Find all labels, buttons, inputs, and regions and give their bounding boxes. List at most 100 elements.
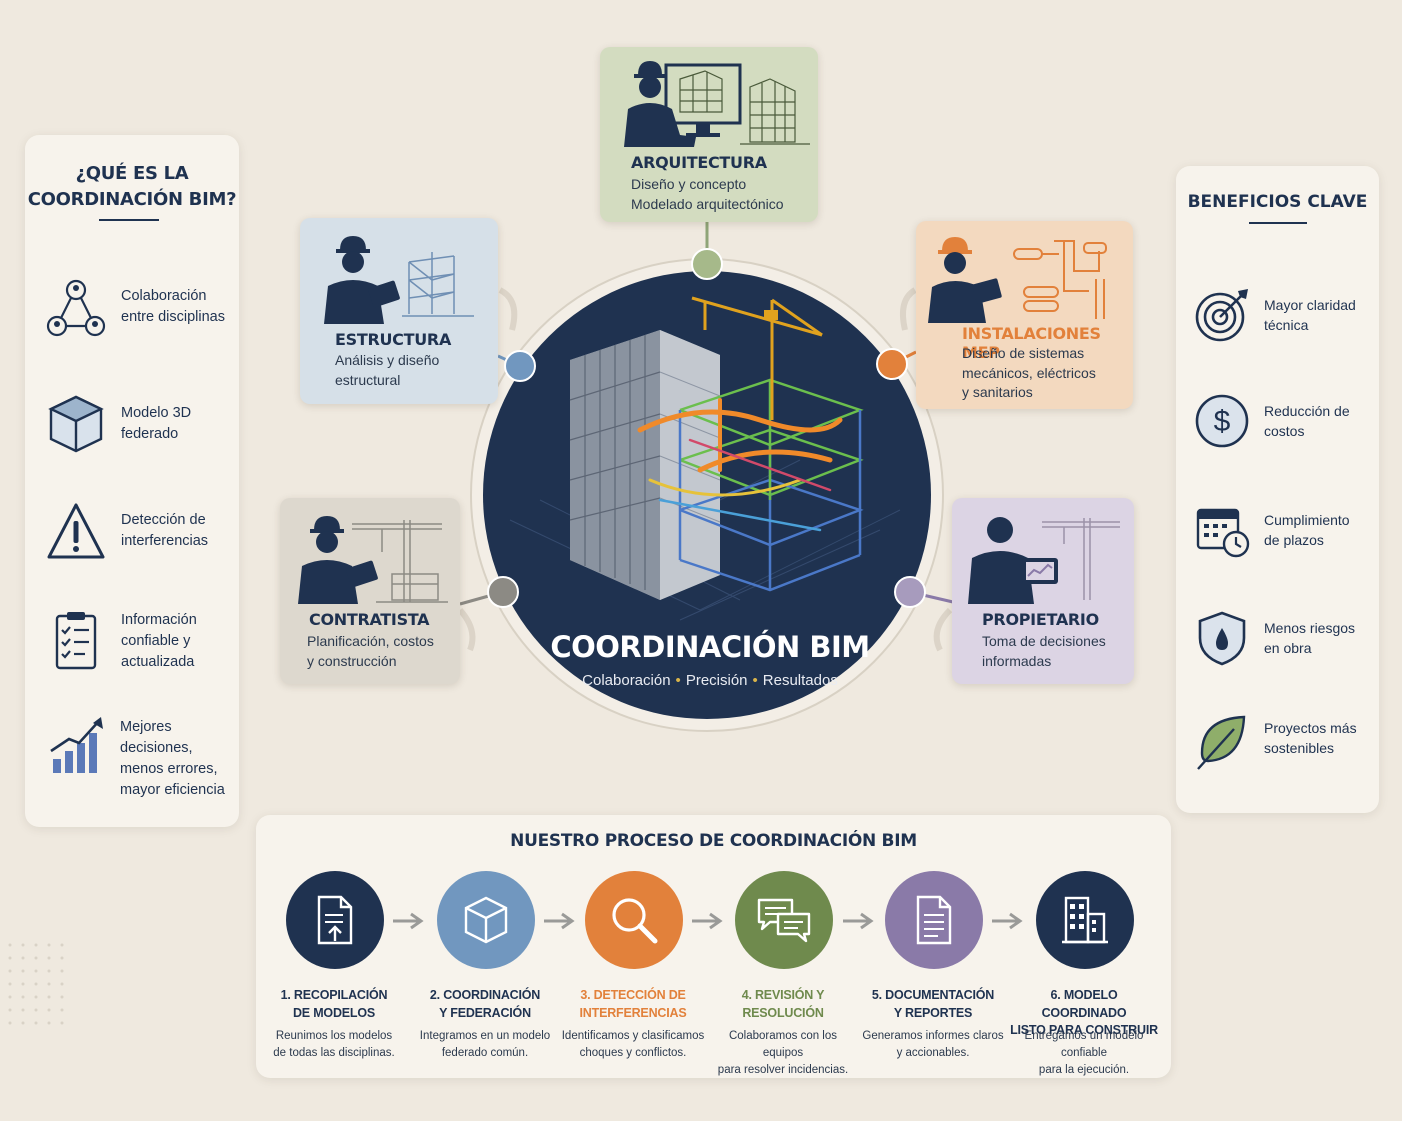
- step-circle: [585, 871, 683, 969]
- step-description: Generamos informes claros y accionables.: [862, 1030, 1004, 1059]
- process-step: 4. REVISIÓN Y RESOLUCIÓN Colaboramos con…: [708, 871, 858, 1076]
- magnifier-icon: [612, 898, 658, 944]
- benefit-text: Proyectos más sostenibles: [1264, 720, 1357, 756]
- title-underline: [1249, 222, 1307, 224]
- step-title: 2. COORDINACIÓN Y FEDERACIÓN: [429, 988, 541, 1020]
- role-description: Planificación, costos y construcción: [307, 633, 434, 669]
- center-sub-item: Resultados: [762, 672, 838, 689]
- arrow-right-icon: [992, 912, 1023, 930]
- benefit-item: Cumplimiento de plazos: [1176, 502, 1379, 572]
- title-underline: [99, 219, 159, 221]
- chat-icon: [757, 898, 811, 943]
- engineer-with-tablet-icon: [324, 236, 474, 324]
- step-description: Reunimos los modelos de todas las discip…: [273, 1030, 395, 1059]
- step-title: 3. DETECCIÓN DE INTERFERENCIAS: [579, 988, 687, 1020]
- leaf-icon: [1197, 715, 1246, 770]
- role-title: INSTALACIONES MEP: [962, 324, 1101, 362]
- feature-item: Modelo 3D federado: [25, 393, 239, 473]
- role-description: Diseño de sistemas mecánicos, eléctricos…: [962, 345, 1096, 400]
- step-circle: [437, 871, 535, 969]
- center-title: COORDINACIÓN BIM: [550, 630, 870, 664]
- feature-item: Detección de interferencias: [25, 501, 239, 581]
- feature-text: Colaboración entre disciplinas: [121, 288, 225, 325]
- card-instalaciones-mep: INSTALACIONES MEP Diseño de sistemas mec…: [916, 221, 1133, 409]
- feature-text: Información confiable y actualizada: [121, 612, 197, 670]
- feature-text: Mejores decisiones, menos errores, mayor…: [120, 719, 225, 798]
- cube-icon: [464, 896, 508, 944]
- document-upload-icon: [317, 895, 353, 945]
- card-estructura: ESTRUCTURA Análisis y diseño estructural: [300, 218, 498, 404]
- arrow-right-icon: [393, 912, 424, 930]
- center-sub-item: Precisión: [685, 672, 748, 689]
- arrow-right-icon: [544, 912, 575, 930]
- center-sub-item: Colaboración: [582, 672, 671, 689]
- arrow-right-icon: [692, 912, 723, 930]
- center-subtitle: Colaboración•Precisión•Resultados: [582, 672, 838, 689]
- step-circle: [885, 871, 983, 969]
- role-description: Diseño y concepto Modelado arquitectónic…: [631, 176, 784, 212]
- feature-text: Modelo 3D federado: [121, 405, 192, 442]
- feature-item: Mejores decisiones, menos errores, mayor…: [25, 715, 239, 798]
- bim-hub-diagram: [457, 222, 954, 732]
- calendar-clock-icon: [1196, 508, 1250, 558]
- step-circle: [286, 871, 384, 969]
- contractor-with-tablet-icon: [298, 516, 448, 604]
- card-propietario: PROPIETARIO Toma de decisiones informada…: [952, 498, 1134, 684]
- benefit-item: Proyectos más sostenibles: [1176, 710, 1379, 780]
- role-description: Toma de decisiones informadas: [982, 633, 1106, 669]
- dot-pattern-decoration: [8, 943, 64, 1025]
- role-title: CONTRATISTA: [309, 610, 430, 629]
- target-icon: [1195, 289, 1248, 342]
- process-step: 3. DETECCIÓN DE INTERFERENCIAS Identific…: [558, 871, 708, 1071]
- step-circle: [1036, 871, 1134, 969]
- feature-item: Colaboración entre disciplinas: [25, 278, 239, 358]
- process-step: 6. MODELO COORDINADO LISTO PARA CONSTRUI…: [1009, 871, 1159, 1076]
- step-title: 6. MODELO COORDINADO LISTO PARA CONSTRUI…: [1010, 988, 1158, 1037]
- owner-with-tablet-icon: [968, 517, 1120, 604]
- role-title: PROPIETARIO: [982, 610, 1099, 629]
- benefit-text: Mayor claridad técnica: [1264, 297, 1356, 333]
- step-description: Entregamos un modelo confiable para la e…: [1024, 1030, 1144, 1076]
- shield-icon: [1198, 611, 1246, 666]
- process-step: 1. RECOPILACIÓN DE MODELOS Reunimos los …: [259, 871, 409, 1071]
- role-title: ESTRUCTURA: [335, 330, 452, 349]
- benefit-item: Menos riesgos en obra: [1176, 610, 1379, 680]
- panel-title: ¿QUÉ ES LA COORDINACIÓN BIM?: [27, 163, 237, 210]
- step-title: 1. RECOPILACIÓN DE MODELOS: [280, 988, 388, 1020]
- process-step: 5. DOCUMENTACIÓN Y REPORTES Generamos in…: [858, 871, 1008, 1071]
- growth-chart-icon: [50, 717, 103, 773]
- report-icon: [916, 895, 952, 945]
- benefit-text: Menos riesgos en obra: [1264, 620, 1356, 656]
- checklist-icon: [55, 612, 97, 670]
- key-benefits-panel: BENEFICIOS CLAVE Mayor claridad técnica …: [1176, 166, 1379, 813]
- step-circle: [735, 871, 833, 969]
- benefit-item: Mayor claridad técnica: [1176, 287, 1379, 357]
- arrow-right-icon: [843, 912, 874, 930]
- cube-icon: [48, 395, 104, 453]
- building-icon: [1062, 896, 1108, 944]
- role-title: ARQUITECTURA: [631, 153, 767, 172]
- feature-item: Información confiable y actualizada: [25, 610, 239, 690]
- warning-icon: [47, 503, 105, 559]
- collaboration-icon: [46, 279, 106, 337]
- step-description: Colaboramos con los equipos para resolve…: [717, 1030, 849, 1076]
- mep-engineer-icon: [928, 237, 1107, 323]
- process-step: 2. COORDINACIÓN Y FEDERACIÓN Integramos …: [410, 871, 560, 1071]
- dollar-icon: $: [1195, 394, 1249, 448]
- what-is-bim-panel: ¿QUÉ ES LA COORDINACIÓN BIM? Colaboració…: [25, 135, 239, 827]
- step-title: 5. DOCUMENTACIÓN Y REPORTES: [871, 988, 995, 1020]
- benefit-text: Cumplimiento de plazos: [1264, 512, 1350, 548]
- architect-at-computer-icon: [624, 61, 810, 147]
- process-panel: NUESTRO PROCESO DE COORDINACIÓN BIM 1. R…: [256, 815, 1171, 1078]
- role-description: Análisis y diseño estructural: [335, 352, 440, 388]
- step-title: 4. REVISIÓN Y RESOLUCIÓN: [741, 988, 825, 1020]
- step-description: Integramos en un modelo federado común.: [419, 1030, 551, 1059]
- card-contratista: CONTRATISTA Planificación, costos y cons…: [280, 498, 460, 684]
- svg-text:$: $: [1214, 405, 1231, 438]
- panel-title: BENEFICIOS CLAVE: [1187, 192, 1368, 212]
- benefit-text: Reducción de costos: [1264, 403, 1350, 439]
- process-title: NUESTRO PROCESO DE COORDINACIÓN BIM: [510, 831, 917, 851]
- feature-text: Detección de interferencias: [121, 512, 209, 549]
- card-arquitectura: ARQUITECTURA Diseño y concepto Modelado …: [600, 47, 818, 222]
- step-description: Identificamos y clasificamos choques y c…: [561, 1030, 705, 1059]
